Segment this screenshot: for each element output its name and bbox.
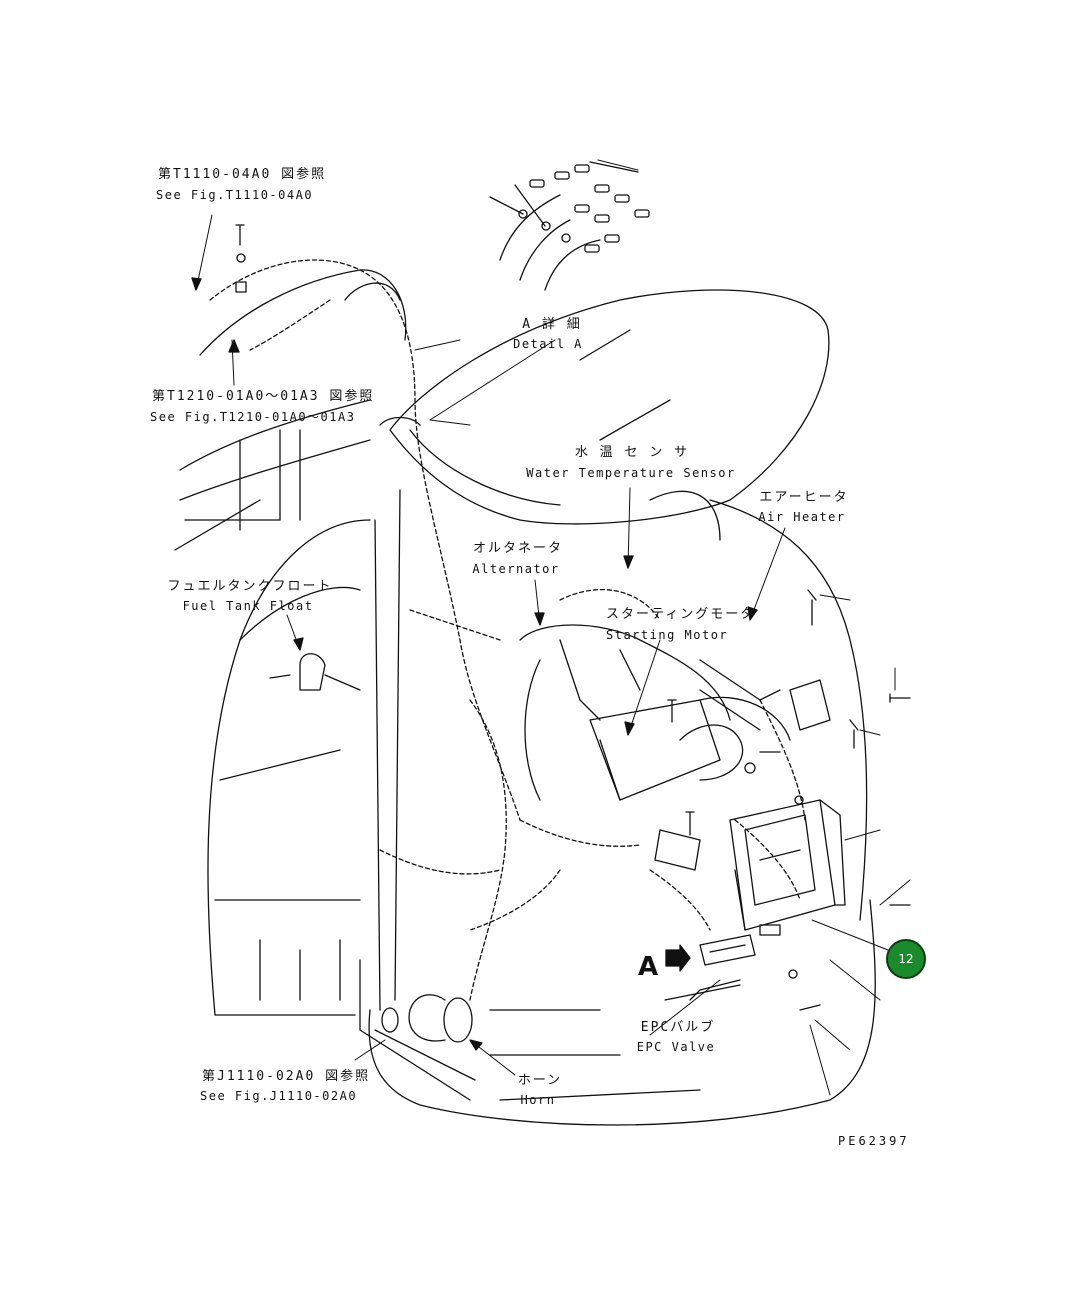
fasteners: [235, 224, 911, 1011]
view-arrow-label: A: [638, 952, 659, 982]
cab-outline: [359, 490, 876, 1126]
fuel-tank-outline: [207, 489, 401, 1016]
engine-block: [519, 624, 791, 871]
controller-box: [729, 679, 846, 931]
part-callout-12[interactable]: 12: [886, 939, 926, 979]
label-alternator-jp: オルタネータ: [472, 541, 564, 556]
label-air-heater-jp: エアーヒータ: [759, 490, 849, 505]
label-detail-a-en: Detail A: [513, 337, 583, 351]
label-j1110-en: See Fig.J1110-02A0: [200, 1089, 358, 1103]
leader-lines: [195, 159, 911, 1096]
epc-valve-part: [664, 924, 781, 1001]
label-horn-en: Horn: [520, 1093, 556, 1107]
label-t1210-jp: 第T1210-01A0～01A3 図参照: [152, 389, 375, 404]
label-detail-a-jp: A 詳 細: [522, 317, 582, 332]
label-alternator-en: Alternator: [472, 562, 560, 576]
fuel-float-part: [269, 653, 361, 691]
label-starting-motor-en: Starting Motor: [606, 628, 729, 642]
arrow-markers: [191, 277, 758, 1051]
horn-part: [381, 994, 473, 1043]
label-starting-motor-jp: スターティングモータ: [606, 607, 756, 622]
label-air-heater-en: Air Heater: [758, 510, 846, 524]
connector-cluster: [489, 161, 650, 291]
label-water-temp-en: Water Temperature Sensor: [526, 466, 736, 480]
label-water-temp-jp: 水 温 セ ン サ: [574, 445, 690, 460]
label-epc-valve-jp: EPCバルブ: [640, 1020, 716, 1035]
drawing-code: PE62397: [838, 1134, 910, 1148]
label-fuel-float-jp: フュエルタンクフロート: [167, 579, 333, 594]
harness-lines: [209, 259, 806, 1001]
label-t1110-en: See Fig.T1110-04A0: [156, 188, 314, 202]
label-horn-jp: ホーン: [517, 1073, 563, 1088]
label-t1110-jp: 第T1110-04A0 図参照: [158, 167, 327, 182]
label-j1110-jp: 第J1110-02A0 図参照: [202, 1069, 371, 1084]
label-epc-valve-en: EPC Valve: [636, 1040, 716, 1054]
label-t1210-en: See Fig.T1210-01A0～01A3: [150, 410, 356, 424]
hood-outline: [379, 289, 830, 525]
label-fuel-float-en: Fuel Tank Float: [182, 599, 314, 613]
frame-rails: [174, 269, 407, 551]
